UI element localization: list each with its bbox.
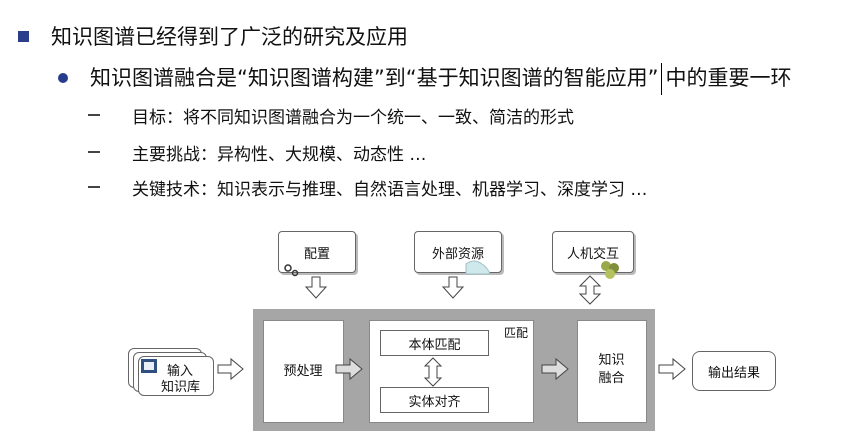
output-result-box: 输出结果: [692, 351, 776, 391]
interaction-box: 人机交互: [552, 231, 634, 273]
output-result-label: 输出结果: [707, 365, 760, 381]
entity-align-box: 实体对齐: [380, 387, 489, 413]
people-icon: [601, 261, 619, 279]
sub-bullet-text: 主要挑战：异构性、大规模、动态性 …: [132, 144, 427, 165]
match-align-updown-arrow: [423, 357, 443, 387]
sub-bullet-text: 目标：将不同知识图谱融合为一个统一、一致、简洁的形式: [132, 107, 574, 128]
dash-bullet-icon: [88, 186, 100, 188]
input-label-line1: 输入: [167, 364, 194, 379]
bullet-level1-text: 知识图谱已经得到了广泛的研究及应用: [51, 25, 408, 49]
fusion-panel: [577, 320, 647, 423]
sub-bullet-text: 关键技术：知识表示与推理、自然语言处理、机器学习、深度学习 …: [132, 179, 648, 200]
fusion-label: 知识 融合: [577, 352, 646, 388]
square-bullet-icon: [18, 30, 29, 42]
fusion-label-line2: 融合: [598, 371, 625, 386]
ontology-match-box: 本体匹配: [380, 330, 489, 356]
matching-label: 匹配: [504, 326, 529, 340]
sub-bullet-techniques: 关键技术：知识表示与推理、自然语言处理、机器学习、深度学习 …: [88, 173, 647, 201]
bullet-level2-part-b: 中的重要一环: [665, 65, 792, 90]
fusion-label-line1: 知识: [598, 353, 625, 368]
preprocess-panel: [263, 320, 344, 423]
input-label-line2: 知识库: [161, 380, 201, 395]
database-icon: [465, 260, 491, 275]
interaction-updown-arrow: [578, 275, 602, 305]
input-knowledge-base-box: 输入 知识库: [138, 356, 214, 396]
output-right-arrow: [658, 357, 686, 381]
bullet-level2-text: 知识图谱融合是“知识图谱构建”到“基于知识图谱的智能应用”中的重要一环: [90, 62, 792, 95]
document-image-icon: [141, 359, 157, 373]
round-bullet-icon: [58, 73, 68, 83]
preprocess-label: 预处理: [283, 364, 323, 379]
config-down-arrow: [304, 276, 328, 299]
entity-align-label: 实体对齐: [408, 394, 461, 410]
input-right-arrow: [217, 357, 244, 381]
ontology-match-label: 本体匹配: [408, 337, 461, 353]
match-to-fusion-arrow: [541, 357, 569, 381]
sub-bullet-challenges: 主要挑战：异构性、大规模、动态性 …: [88, 138, 426, 166]
text-cursor: [660, 62, 662, 95]
external-down-arrow: [441, 276, 465, 299]
external-resource-label: 外部资源: [431, 246, 484, 262]
gear-icon: [284, 264, 299, 277]
interaction-label: 人机交互: [566, 246, 619, 262]
pre-to-match-arrow: [335, 357, 363, 381]
dash-bullet-icon: [88, 151, 100, 153]
sub-bullet-goal: 目标：将不同知识图谱融合为一个统一、一致、简洁的形式: [88, 101, 574, 129]
dash-bullet-icon: [88, 114, 100, 116]
bullet-level2: 知识图谱融合是“知识图谱构建”到“基于知识图谱的智能应用”中的重要一环: [58, 60, 792, 96]
external-resource-box: 外部资源: [414, 231, 502, 273]
bullet-level1: 知识图谱已经得到了广泛的研究及应用: [18, 20, 408, 52]
config-label: 配置: [303, 246, 330, 262]
bullet-level2-part-a: 知识图谱融合是“知识图谱构建”到“基于知识图谱的智能应用”: [90, 65, 659, 90]
